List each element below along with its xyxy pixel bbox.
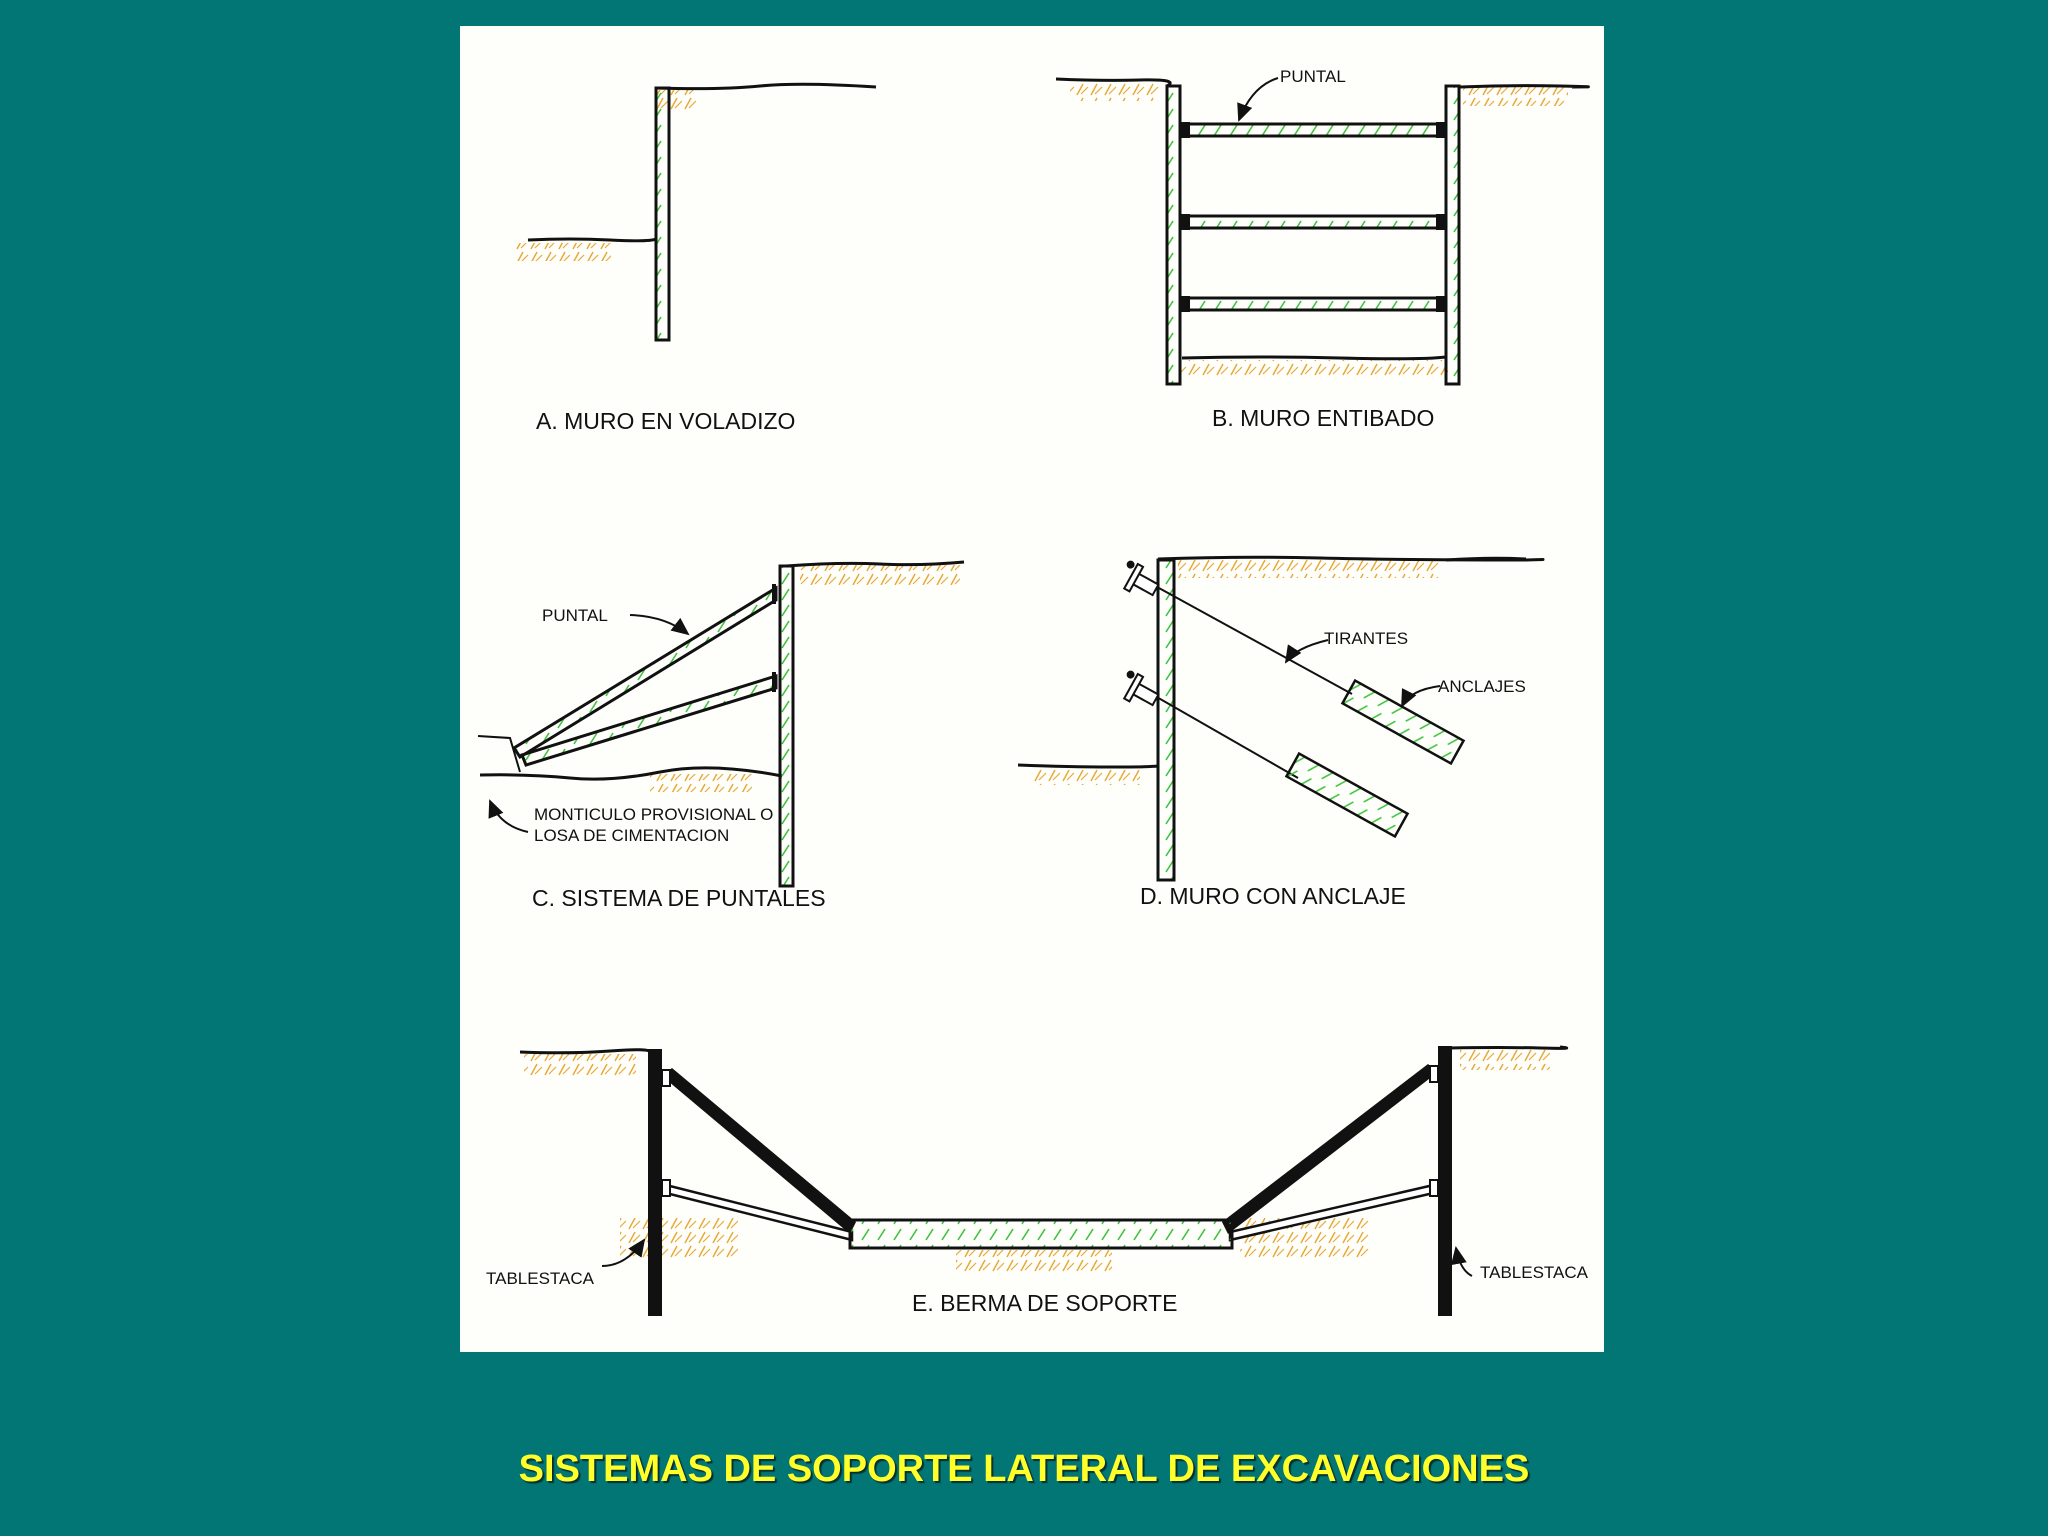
tieback-upper [1147, 581, 1353, 695]
ground-left-b [1055, 77, 1172, 88]
waler-block [1436, 214, 1446, 230]
panel-d-anchored-wall: TIRANTES ANCLAJES D. MURO CON ANCLAJE [1017, 555, 1545, 909]
tablestaca-label-left: TABLESTACA [486, 1269, 595, 1288]
ground-left-e [519, 1048, 652, 1055]
tablestaca-arrow-left [601, 1238, 646, 1267]
braced-wall-left [1165, 84, 1182, 386]
waler-block [1180, 214, 1190, 230]
waler-block [1180, 122, 1190, 138]
sheet-pile-right [1438, 1046, 1452, 1316]
ground-right-e [1449, 1045, 1569, 1050]
anchor-head-upper [1122, 560, 1160, 597]
bracket-e [661, 1069, 671, 1087]
soil-top-left-b [1070, 81, 1160, 101]
soil-bottom-e [956, 1250, 1112, 1272]
raker-bracket [772, 672, 776, 692]
bracket-e [1429, 1179, 1439, 1197]
sheet-pile-left [648, 1049, 662, 1316]
diagram-svg: A. MURO EN VOLADIZO PUNTAL B. MURO ENTIB… [477, 67, 1590, 1316]
soil-bottom-d [1032, 767, 1140, 785]
tablestaca-label-right: TABLESTACA [1480, 1263, 1589, 1282]
berm-outline [477, 735, 521, 773]
excavation-bottom-b [1181, 355, 1447, 361]
berm-label-line1: MONTICULO PROVISIONAL O [534, 805, 773, 824]
soil-top-right-b [1463, 86, 1568, 106]
bracket-e [661, 1179, 671, 1197]
soil-top-left-e [524, 1054, 636, 1076]
tieback-lower [1147, 691, 1299, 779]
berm-label-line2: LOSA DE CIMENTACION [534, 826, 729, 845]
strut-b-2 [1182, 214, 1444, 230]
ground-top-d-right [1445, 556, 1527, 562]
soil-bottom-a [516, 243, 611, 261]
caption-e: E. BERMA DE SOPORTE [912, 1290, 1177, 1316]
ground-top-c [785, 560, 965, 568]
tirantes-label: TIRANTES [1324, 629, 1408, 648]
anclajes-arrow [1401, 685, 1441, 708]
puntal-arrow-c [629, 614, 690, 636]
cantilever-wall [654, 86, 671, 342]
soil-bottom-c [650, 774, 752, 792]
strut-b-1 [1182, 122, 1444, 138]
ground-line-top-a [655, 82, 877, 91]
anchor-block-upper [1340, 678, 1466, 766]
braced-wall-right [1444, 84, 1461, 386]
soil-berm-left-e [620, 1218, 738, 1258]
panel-c-raker-system: PUNTAL MONTICULO PROVISIONAL O LOSA DE C… [477, 560, 965, 911]
excavation-bottom-c [479, 766, 783, 781]
slide-title: SISTEMAS DE SOPORTE LATERAL DE EXCAVACIO… [518, 1448, 1530, 1490]
caption-a: A. MURO EN VOLADIZO [536, 408, 795, 434]
soil-top-c [800, 565, 960, 585]
support-slab [848, 1218, 1234, 1250]
anclajes-label: ANCLAJES [1438, 677, 1526, 696]
brace-diagonal-left [662, 1068, 856, 1234]
anchor-block-lower [1284, 751, 1410, 839]
brace-diagonal-right [1222, 1064, 1438, 1234]
ground-top-d [1157, 555, 1545, 562]
panel-a-cantilever-wall: A. MURO EN VOLADIZO [516, 82, 877, 434]
panel-b-braced-wall: PUNTAL B. MURO ENTIBADO [1055, 67, 1590, 431]
caption-b: B. MURO ENTIBADO [1212, 405, 1434, 431]
tablestaca-arrow-right [1450, 1246, 1473, 1277]
anchor-head-lower [1122, 670, 1160, 707]
raker-bracket [772, 584, 776, 604]
strut-b-3 [1182, 296, 1444, 312]
bracket-e [1429, 1065, 1439, 1083]
soil-top-right-e [1460, 1048, 1550, 1070]
soil-bottom-b [1180, 360, 1448, 378]
soil-top-d [1178, 558, 1440, 578]
diagram-panel: A. MURO EN VOLADIZO PUNTAL B. MURO ENTIB… [460, 26, 1604, 1352]
tirantes-arrow [1284, 639, 1329, 664]
excavation-bottom-d [1017, 763, 1159, 769]
anchored-wall [1156, 558, 1176, 882]
waler-block [1180, 296, 1190, 312]
ground-right-b [1459, 84, 1590, 89]
caption-d: D. MURO CON ANCLAJE [1140, 883, 1406, 909]
waler-block [1436, 296, 1446, 312]
sheet-wall-c [778, 564, 795, 888]
caption-c: C. SISTEMA DE PUNTALES [532, 885, 826, 911]
puntal-label-b: PUNTAL [1280, 67, 1346, 86]
ground-line-bottom-a [527, 237, 657, 243]
panel-e-support-berm: TABLESTACA TABLESTACA E. BERMA DE SOPORT… [486, 1045, 1589, 1316]
puntal-arrow-b [1237, 77, 1279, 122]
waler-block [1436, 122, 1446, 138]
puntal-label-c: PUNTAL [542, 606, 608, 625]
berm-arrow [488, 799, 529, 833]
